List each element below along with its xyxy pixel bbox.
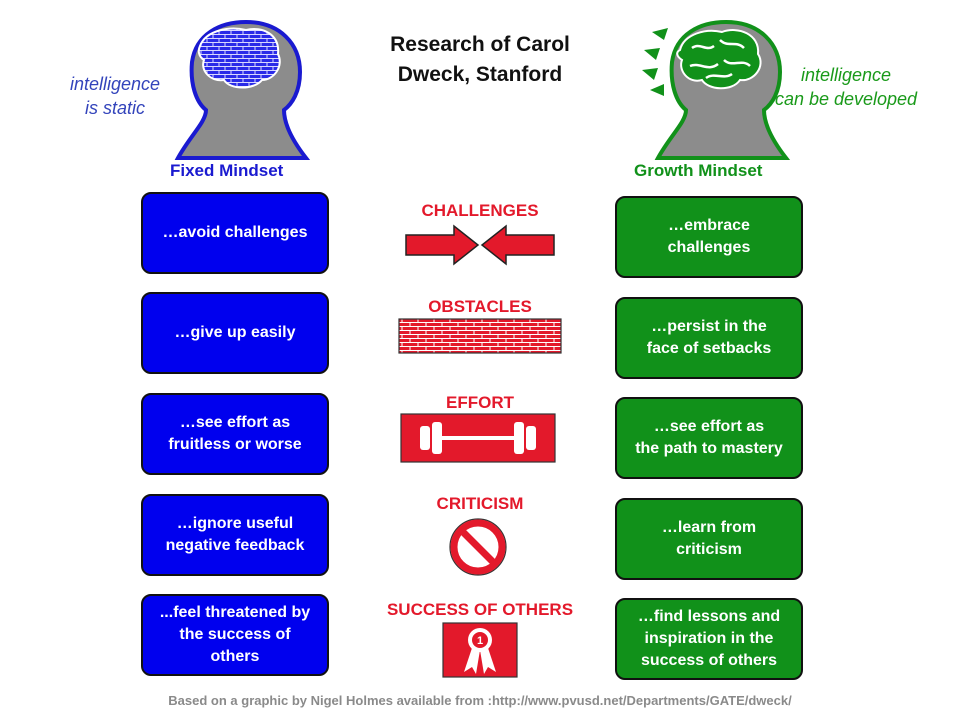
growth-item-embrace-challenges: …embrace challenges xyxy=(615,196,803,278)
growth-item-effort-mastery: …see effort as the path to mastery xyxy=(615,397,803,479)
page-title: Research of Carol Dweck, Stanford xyxy=(390,33,570,86)
growth-item-find-lessons: …find lessons and inspiration in the suc… xyxy=(615,598,803,680)
fixed-item-ignore-feedback: …ignore useful negative feedback xyxy=(141,494,329,576)
category-criticism: CRITICISM xyxy=(436,494,524,513)
fixed-head-icon xyxy=(174,19,311,160)
fixed-caption: intelligence is static xyxy=(69,74,161,118)
dumbbell-icon xyxy=(400,413,556,463)
growth-item-learn-criticism: …learn from criticism xyxy=(615,498,803,580)
fixed-item-threatened: ...feel threatened by the success of oth… xyxy=(141,594,329,676)
category-obstacles: OBSTACLES xyxy=(428,297,532,316)
growth-item-persist: …persist in the face of setbacks xyxy=(615,297,803,379)
growth-mindset-label: Growth Mindset xyxy=(634,161,763,180)
category-effort: EFFORT xyxy=(446,393,514,412)
ribbon-award-icon: 1 xyxy=(442,622,518,678)
fixed-item-avoid-challenges: …avoid challenges xyxy=(141,192,329,274)
growth-head-icon xyxy=(642,19,791,160)
fixed-item-give-up: …give up easily xyxy=(141,292,329,374)
svg-text:1: 1 xyxy=(477,635,483,647)
brick-wall-icon xyxy=(398,318,562,354)
fixed-mindset-label: Fixed Mindset xyxy=(170,161,284,180)
converging-arrows-icon xyxy=(405,224,555,266)
growth-caption: intelligence can be developed xyxy=(774,65,918,109)
source-footer: Based on a graphic by Nigel Holmes avail… xyxy=(168,693,792,708)
category-success-of-others: SUCCESS OF OTHERS xyxy=(386,600,574,619)
prohibition-icon xyxy=(449,518,507,576)
fixed-item-effort: …see effort as fruitless or worse xyxy=(141,393,329,475)
category-challenges: CHALLENGES xyxy=(421,201,539,220)
